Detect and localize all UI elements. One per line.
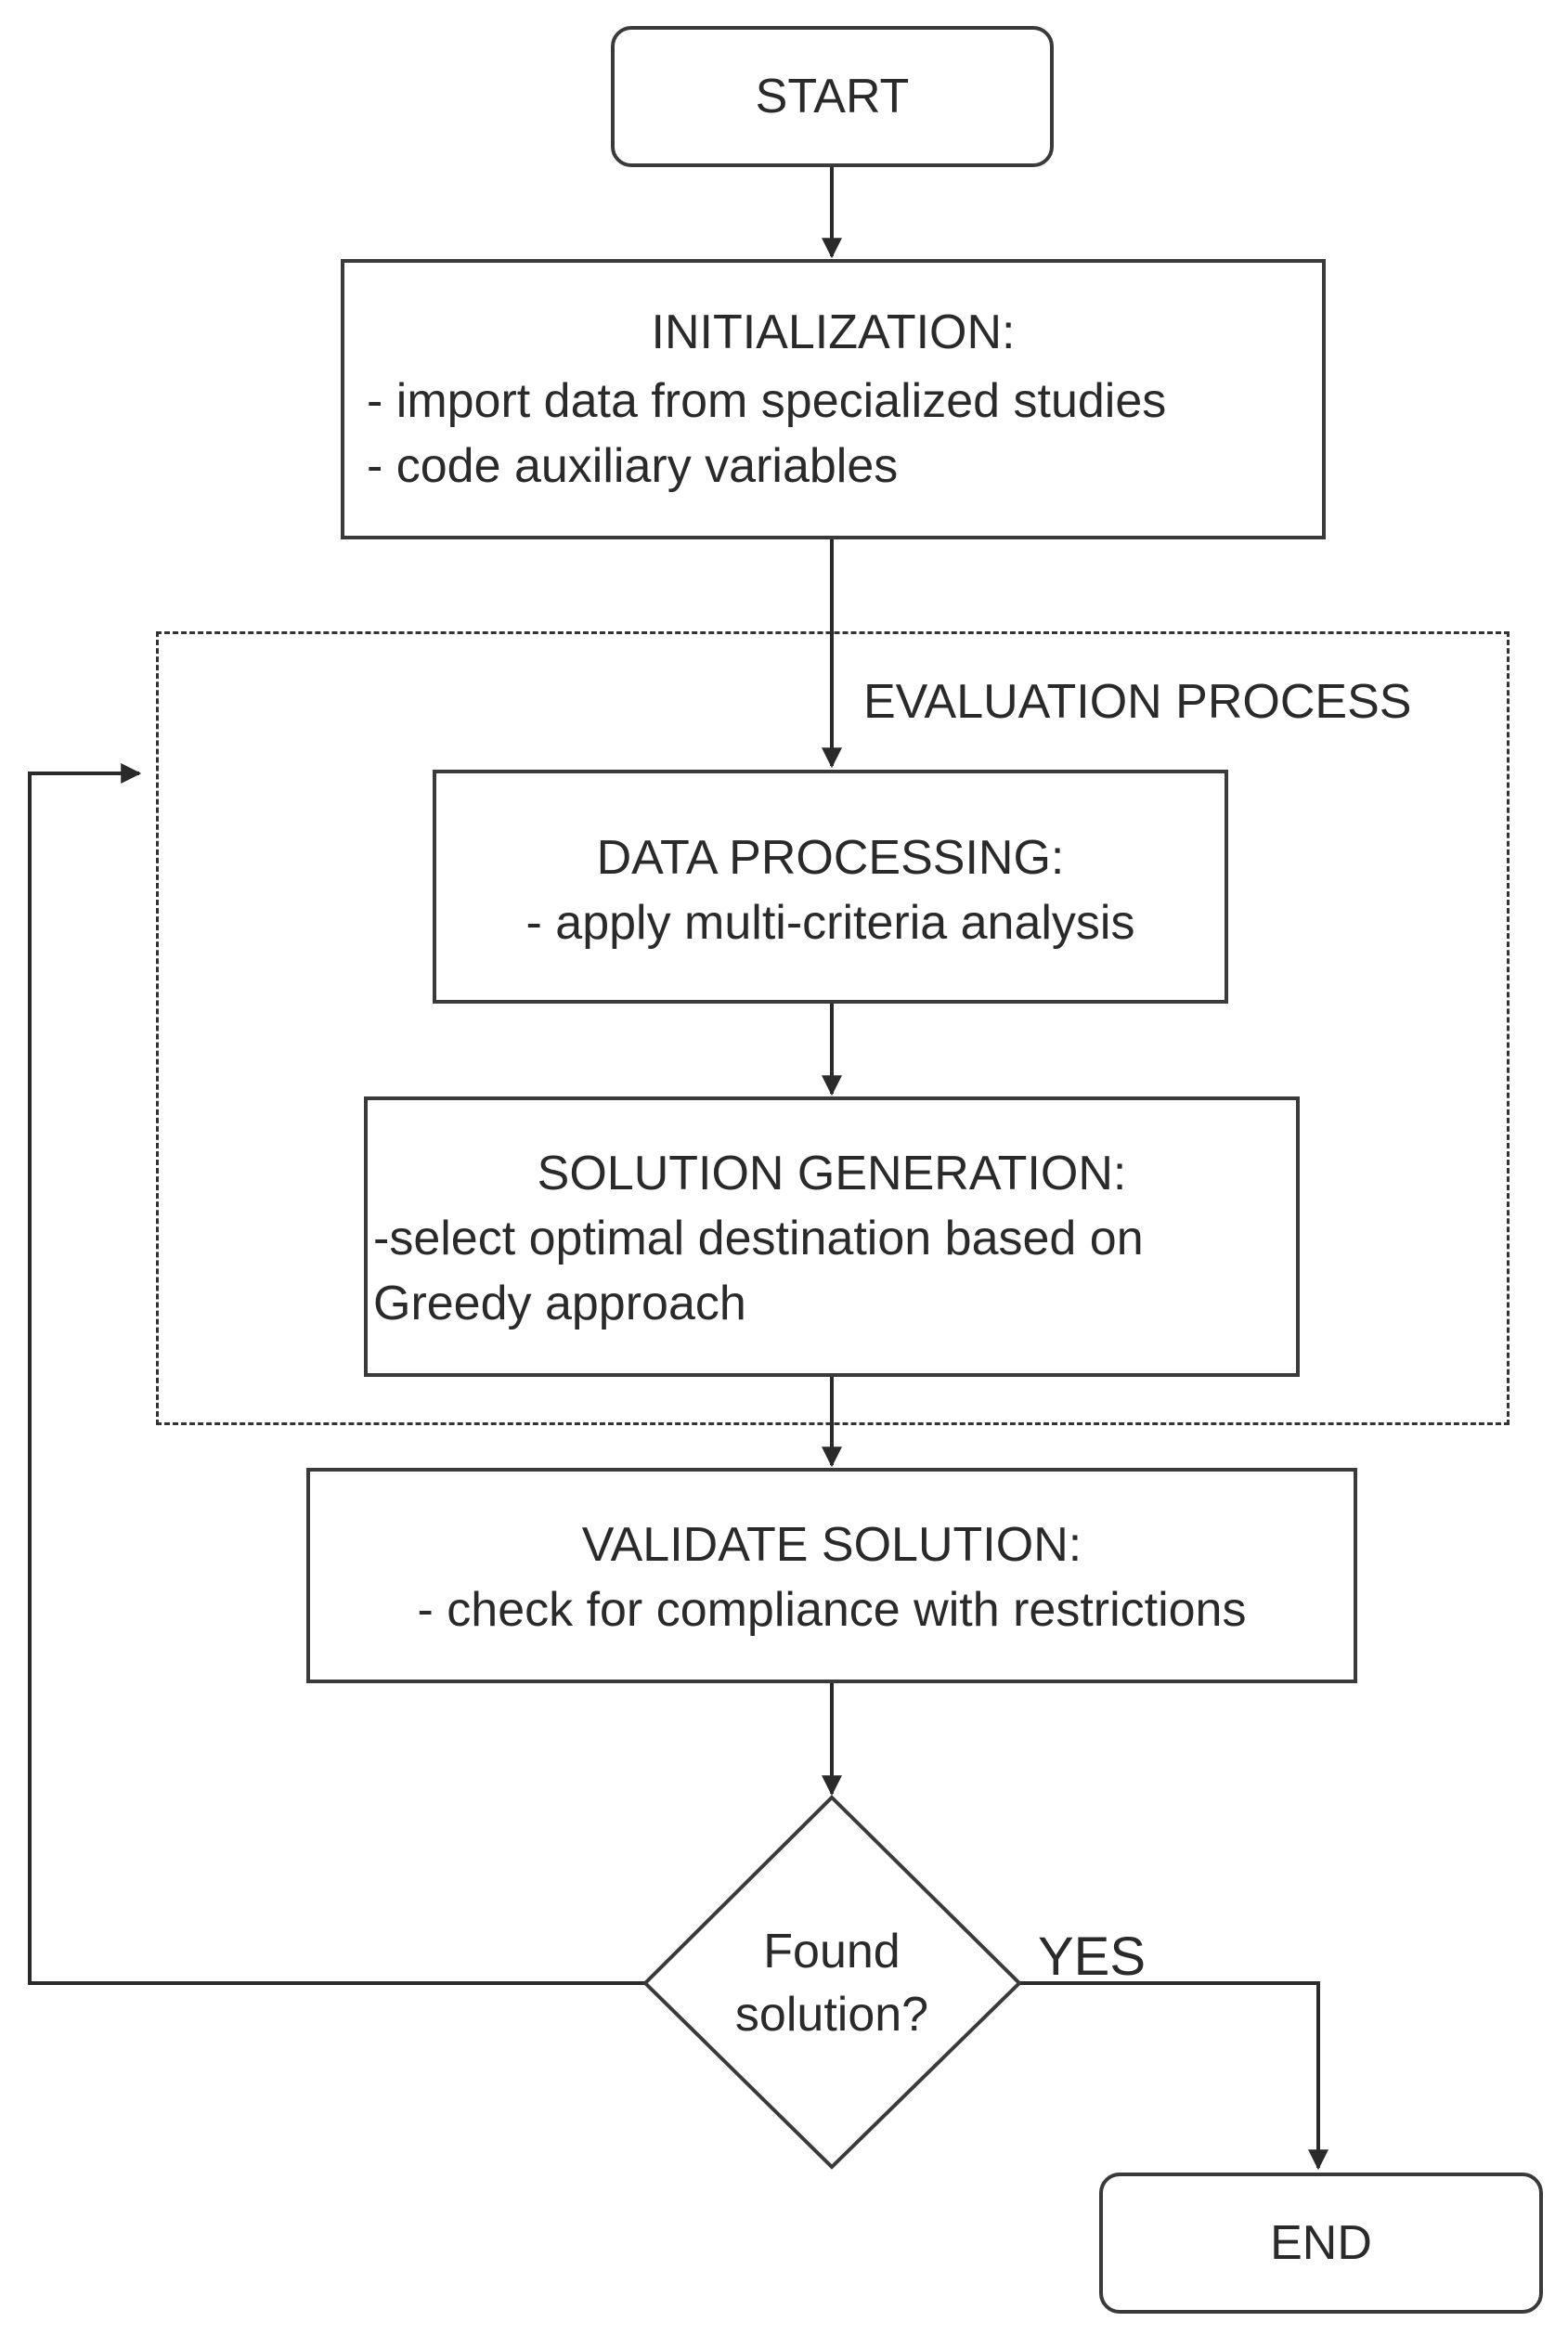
initialization-box: [341, 259, 1326, 539]
arrow-decision-no-loop-back: [28, 763, 645, 1985]
validate-solution-box: [306, 1468, 1357, 1683]
solution-generation-line-1: -select optimal destination based on: [373, 1212, 1144, 1265]
initialization-title: INITIALIZATION:: [651, 305, 1016, 359]
data-processing-title: DATA PROCESSING:: [596, 831, 1065, 885]
decision-diamond: [642, 1795, 1022, 2170]
solution-generation-line-2: Greedy approach: [373, 1277, 746, 1330]
decision-label-line-2: solution?: [734, 1988, 929, 2042]
arrow-decision-yes-to-end: [1019, 1981, 1328, 2171]
decision-label-line-1: Found: [763, 1925, 901, 1978]
solution-generation-box: [364, 1096, 1300, 1377]
initialization-line-2: - code auxiliary variables: [367, 439, 899, 493]
end-label: END: [1270, 2216, 1372, 2270]
data-processing-box: [433, 770, 1228, 1004]
validate-solution-title: VALIDATE SOLUTION:: [581, 1518, 1082, 1572]
evaluation-process-container: [156, 631, 1510, 1425]
solution-generation-title: SOLUTION GENERATION:: [537, 1147, 1127, 1200]
initialization-line-1: - import data from specialized studies: [367, 374, 1167, 428]
start-label: START: [755, 70, 910, 123]
yes-branch-label: YES: [1038, 1926, 1147, 1987]
end-terminator: [1099, 2173, 1543, 2314]
evaluation-process-label: EVALUATION PROCESS: [863, 675, 1412, 729]
start-terminator: [611, 26, 1054, 167]
validate-solution-line-1: - check for compliance with restrictions: [417, 1583, 1247, 1637]
data-processing-line-1: - apply multi-criteria analysis: [525, 896, 1135, 950]
